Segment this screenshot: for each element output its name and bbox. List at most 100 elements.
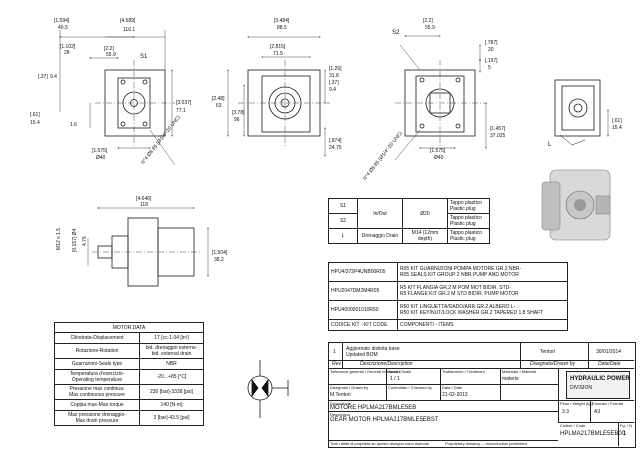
table-row: Coppia max-Max torque 140 [N·m]	[54, 399, 204, 411]
motor-data-title: MOTOR DATA	[54, 322, 204, 333]
port-plug: Tappo plastico Plastic plug	[447, 228, 490, 244]
dim-front-6: 28	[64, 50, 70, 56]
dim-right-8: 37.025	[490, 133, 506, 139]
kit-desc: R50 KIT LINGUETTA/DADO/ARR.GR.2 ALBERO L…	[397, 300, 568, 320]
scale-label: Scala / Scale	[388, 369, 412, 374]
shaft-view	[87, 207, 209, 287]
date-field: 21-02-2013	[442, 392, 468, 398]
table-header: CODICE KIT - KIT CODE COMPONENTI - ITEMS	[328, 319, 568, 331]
dim-shaft-1: [4.646]	[136, 196, 152, 202]
motor-symbol	[247, 360, 289, 418]
revision-desc: Aggiornato distinta base Updated BOM	[346, 346, 400, 358]
dim-mid-4: 71.5	[273, 51, 283, 57]
dim-right-6: 5	[488, 65, 491, 71]
front-view	[59, 30, 176, 166]
table-row: Pressione max continua- Max continuous p…	[54, 384, 204, 400]
drawing-code: HPLMA217BMLE5EB00	[560, 431, 626, 437]
material-value: materie	[502, 376, 519, 382]
company-name: HYDRAULIC POWER	[570, 376, 630, 382]
kit-code: HPU2047DM2M4R05	[328, 281, 398, 301]
footer-note-en: Proprietary drawing — reproduction prohi…	[445, 441, 527, 446]
motor-label: Rotazione-Rotation	[54, 343, 140, 359]
dim-right-4: 20	[488, 47, 494, 53]
port-code: S1	[328, 198, 358, 214]
table-row: S1 In/Out Ø20 Tappo plastico Plastic plu…	[328, 198, 490, 229]
port-size: M14 (12mm depth)	[402, 228, 448, 244]
weight-label: Peso / Weight (kg)	[560, 401, 593, 406]
dim-shaft-5: 4.76	[82, 236, 88, 246]
dim-shaft-2: 118	[140, 202, 148, 208]
kit-desc: R05 KIT GUARNIZIONI POMPA MOTORE GR.2 NB…	[397, 262, 568, 282]
motor-label: Coppia max-Max torque	[54, 399, 140, 411]
sheet-label: Fg. / N.	[620, 423, 634, 428]
date-field-label: Data / Date	[442, 385, 463, 390]
dim-front-2: 40.5	[58, 25, 68, 31]
side-profile-view	[554, 79, 609, 137]
dim-front-12: 77.1	[176, 108, 186, 114]
motor-value: 230 [bar]-3338 [psi]	[139, 384, 204, 400]
company-logo: HYDRAULIC POWER DIVISION	[566, 371, 630, 399]
port-size: Ø20	[402, 198, 448, 229]
dim-front-5: [1.102]	[60, 44, 76, 50]
format-value: A3	[594, 409, 601, 415]
description-label: Descrizione	[330, 401, 351, 406]
motor-label: Cilindrata-Displacement	[54, 332, 140, 344]
sheet-number: 1	[623, 431, 627, 437]
dim-front-9: [.37]	[38, 74, 48, 80]
material-label: Materiale / Material	[502, 369, 537, 374]
motor-value: -20...+85 [°C]	[139, 369, 204, 385]
drawn-by: M.Tentori	[330, 392, 351, 398]
dim-front-17: Ø40	[96, 155, 106, 161]
dim-shaft-6: [1.504]	[212, 250, 228, 256]
dim-mid-11: [.37]	[329, 80, 339, 86]
motor-label: Max pressione drenaggio- Max drain press…	[54, 410, 140, 426]
revision-number: 1	[333, 349, 336, 355]
table-row: HPU4/372P4UNB00R05 R05 KIT GUARNIZIONI P…	[328, 262, 568, 282]
table-row: MOTOR DATA	[54, 322, 204, 333]
dim-mid-6: 63	[216, 103, 222, 109]
dim-mid-7: [3.78]	[232, 110, 245, 116]
dim-right-12: Ø40	[434, 155, 444, 161]
scale-value: 1 / 1	[390, 376, 400, 382]
code-label: Codice / Code	[560, 423, 586, 428]
dim-mid-12: 9.4	[329, 87, 336, 93]
description-en: GEAR MOTOR HPLMA217BMLE5EBST	[330, 417, 439, 423]
ports-table: S1 In/Out Ø20 Tappo plastico Plastic plu…	[328, 198, 490, 244]
product-render	[541, 169, 611, 241]
dim-shaft-4: [0.157] Ø4	[72, 228, 78, 252]
dim-mid-14: 24.75	[329, 145, 342, 151]
port-code: L	[328, 228, 358, 244]
weight-value: 3.3	[562, 409, 569, 415]
desc-label: Descrizione/Description	[360, 361, 413, 367]
format-label: Formato / Format	[592, 401, 623, 406]
dim-front-13: [.61]	[30, 112, 40, 118]
middle-view	[227, 36, 330, 157]
revision-labels-row	[328, 360, 634, 369]
port-label-s2: S2	[392, 30, 400, 36]
motor-value: 17 [cc-1.04 [in³]	[139, 332, 204, 344]
port-type: Drenaggio Drain	[357, 228, 403, 244]
dim-front-16: [1.575]	[92, 148, 108, 154]
dim-front-1: [1.594]	[54, 18, 70, 24]
dim-mid-9: [1.26]	[329, 66, 342, 72]
fields-grid	[328, 368, 634, 401]
motor-value: 140 [N·m]	[139, 399, 204, 411]
table-row: Cilindrata-Displacement 17 [cc-1.04 [in³…	[54, 332, 204, 344]
description-en-label: Description	[330, 412, 351, 417]
table-row: S2 Tappo plastico Plastic plug	[328, 213, 490, 229]
dim-front-15: 1.6	[70, 122, 77, 128]
dim-mid-8: 96	[234, 117, 240, 123]
dim-front-10: 9.4	[50, 74, 57, 80]
dim-mid-13: [.974]	[329, 138, 342, 144]
dim-mid-10: 31.8	[329, 73, 339, 79]
table-row: HPU4000001010R50 R50 KIT LINGUETTA/DADO/…	[328, 300, 568, 320]
dim-right-7: [1.457]	[490, 126, 506, 132]
drawn-by-label: Disegnato / Drawn by	[330, 385, 369, 390]
table-row: Guarnizioni-Seals type NBR	[54, 358, 204, 370]
dim-front-3: [4.589]	[120, 18, 136, 24]
motor-value: NBR	[139, 358, 204, 370]
date-label: Data/Date	[598, 361, 621, 367]
port-plug: Tappo plastico Plastic plug	[447, 198, 490, 214]
treatment-label: Trattamento / Treatment	[442, 369, 485, 374]
dim-front-14: 15.4	[30, 120, 40, 126]
